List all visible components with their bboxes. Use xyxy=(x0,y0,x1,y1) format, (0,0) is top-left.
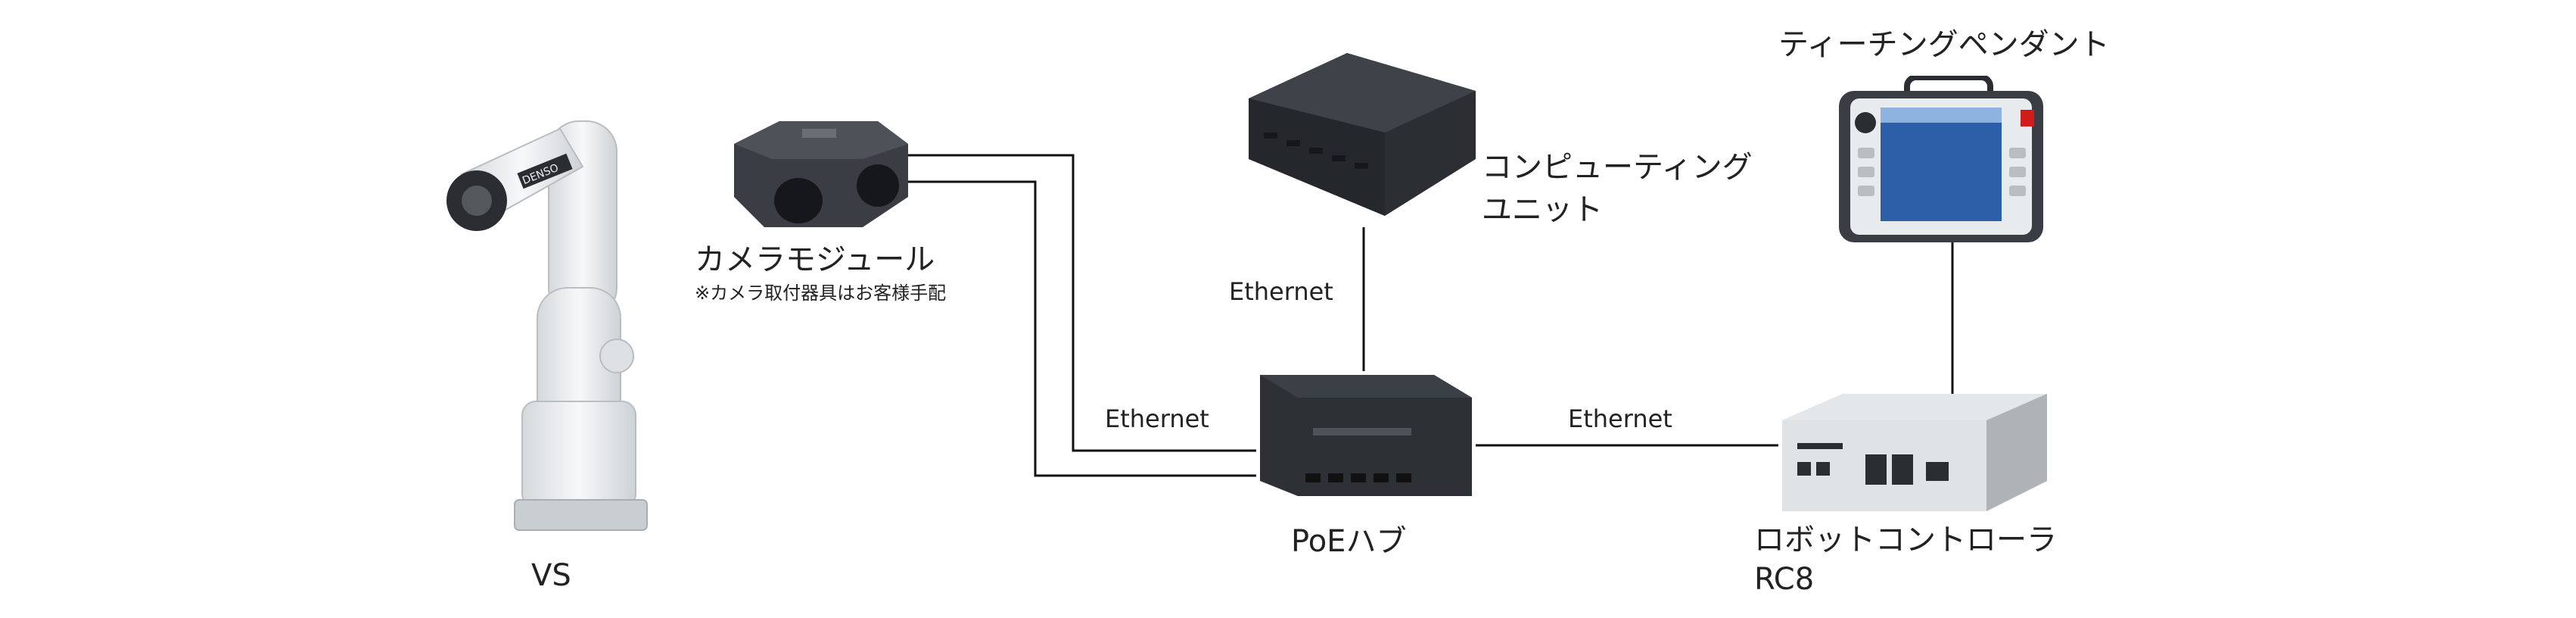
camera-hub-cable-lower xyxy=(908,180,1256,477)
camera-hub-cable-upper xyxy=(908,154,1256,452)
pendant-label: ティーチングペンダント xyxy=(1778,27,2110,62)
ethernet-label-vertical: Ethernet xyxy=(1229,277,1333,306)
poe-hub-label: PoEハブ xyxy=(1291,524,1407,559)
robot-label: VS xyxy=(531,558,571,593)
computing-unit-image xyxy=(1249,53,1476,216)
camera-note: ※カメラ取付器具はお客様手配 xyxy=(695,282,947,304)
poe-hub-image xyxy=(1260,375,1472,496)
ethernet-label-left: Ethernet xyxy=(1105,404,1209,433)
controller-label-line1: ロボットコントローラ xyxy=(1754,523,2057,557)
computing-unit-label-line2: ユニット xyxy=(1482,192,1603,227)
controller-label-line2: RC8 xyxy=(1754,562,1815,597)
robot-arm-image: DENSO xyxy=(446,120,648,531)
robot-controller-image xyxy=(1782,394,2047,511)
teach-pendant-image xyxy=(1839,76,2043,242)
camera-module-image xyxy=(734,121,908,227)
computing-unit-label-line1: コンピューティング xyxy=(1482,150,1753,185)
ethernet-label-right: Ethernet xyxy=(1568,404,1672,433)
camera-label: カメラモジュール xyxy=(695,242,935,277)
